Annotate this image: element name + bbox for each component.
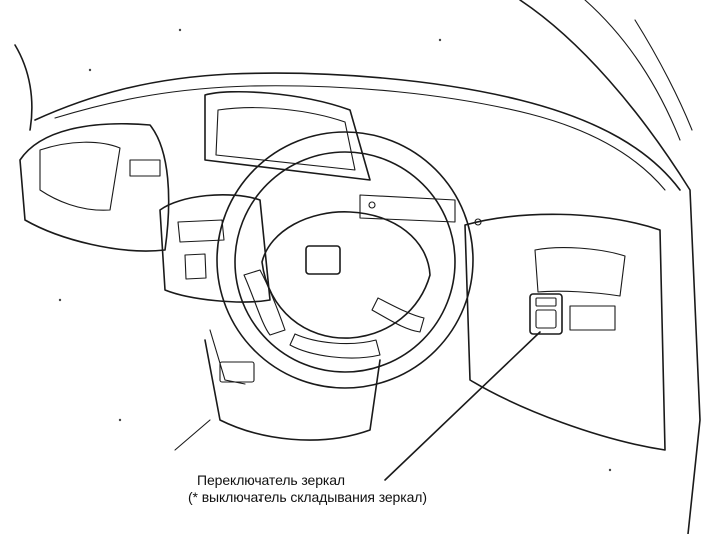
instrument-hood — [204, 90, 371, 181]
console-knob-right — [474, 218, 482, 226]
left-lower-panel — [39, 141, 121, 211]
footwell-line — [174, 419, 211, 451]
a-pillar-inner — [584, 0, 681, 141]
left-vent — [129, 159, 161, 177]
center-stack — [159, 194, 271, 303]
horn-logo — [305, 245, 341, 275]
dashboard-top-inner — [54, 85, 666, 191]
roof-edge — [634, 19, 693, 131]
windshield-left-edge — [14, 44, 33, 131]
mirror-fold-switch — [535, 297, 557, 307]
steering-wheel-rim-outer — [216, 131, 474, 389]
callout-leader-line — [384, 331, 541, 481]
spoke-right — [371, 297, 425, 333]
right-lower-vent — [569, 305, 616, 331]
right-vent — [534, 247, 626, 297]
right-dash-panel — [464, 213, 666, 451]
center-vent-1 — [177, 219, 225, 243]
mirror-switch-housing — [529, 293, 563, 335]
steering-column — [204, 339, 381, 441]
instrument-cluster — [215, 107, 356, 171]
lower-switch — [219, 361, 255, 383]
center-top-console — [359, 194, 456, 223]
mirror-fold-switch-label: (* выключатель складывания зеркал) — [188, 489, 427, 505]
center-vent-2 — [184, 253, 207, 280]
console-knob-left — [368, 201, 376, 209]
lower-column-cover — [209, 329, 246, 385]
mirror-switch-button — [535, 309, 557, 329]
mirror-switch-label: Переключатель зеркал — [197, 472, 345, 488]
steering-wheel-hub — [261, 211, 431, 339]
left-dash-panel — [19, 122, 170, 252]
steering-wheel-rim-inner — [234, 151, 456, 373]
a-pillar-outer — [519, 0, 701, 534]
spoke-left — [243, 269, 286, 336]
spoke-bottom — [289, 333, 381, 359]
dashboard-top — [34, 72, 681, 191]
